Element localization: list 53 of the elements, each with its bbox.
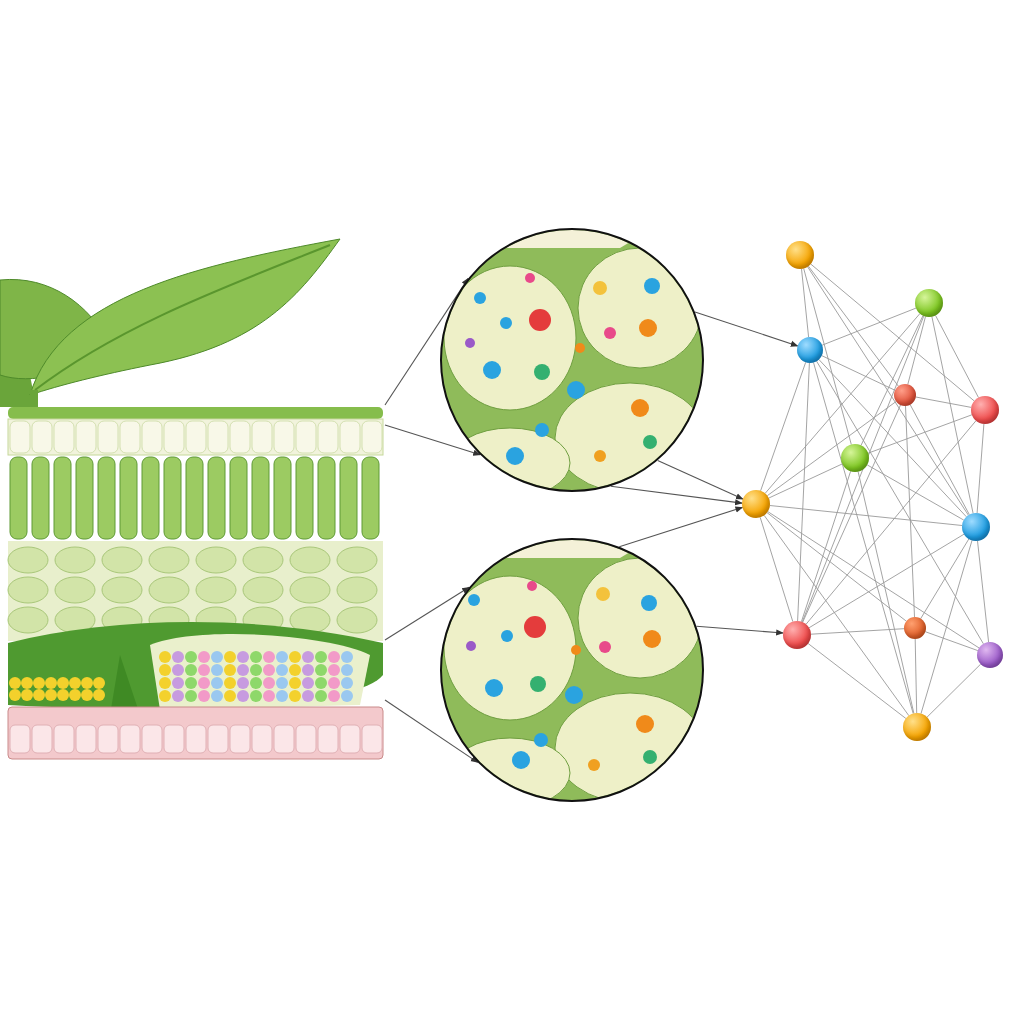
connector-line: [857, 471, 915, 714]
connector-line: [763, 514, 910, 717]
connector-line: [920, 539, 973, 715]
connector-line: [905, 405, 915, 618]
connector-line: [766, 401, 897, 497]
connector-line: [807, 643, 907, 719]
connector-line: [976, 423, 985, 514]
connector-line: [860, 315, 924, 446]
connector-line: [813, 362, 914, 714]
connector-line: [915, 396, 972, 408]
connector-line: [797, 362, 810, 622]
connector-line: [935, 314, 979, 399]
connector-line: [768, 463, 843, 499]
connector-line: [909, 404, 970, 516]
connector-line: [977, 540, 990, 643]
connector-line: [821, 355, 896, 391]
connector-line: [920, 538, 970, 620]
connector-line: [801, 315, 925, 623]
connector-line: [810, 263, 975, 402]
arrow: [384, 586, 470, 641]
connector-line: [801, 268, 810, 338]
connector-line: [816, 360, 984, 645]
connector-line: [867, 414, 973, 454]
connector-line: [800, 470, 852, 623]
arrow: [695, 625, 784, 636]
arrow: [610, 485, 743, 506]
connector-line: [807, 265, 899, 387]
connector-line: [866, 464, 965, 521]
connector-line: [760, 361, 807, 492]
arrow: [384, 699, 479, 763]
connector-line: [802, 404, 901, 623]
connector-line: [818, 359, 967, 518]
connector-line: [821, 307, 917, 346]
arrow: [384, 277, 469, 406]
connector-line: [769, 505, 963, 526]
connector-line: [808, 533, 965, 629]
arrow: [657, 459, 744, 500]
connector-line: [810, 628, 905, 635]
connector-line: [931, 316, 974, 514]
connector-line: [914, 638, 918, 714]
connector-line: [766, 512, 907, 622]
connector-line: [907, 316, 926, 385]
arrow: [694, 311, 799, 347]
connector-line: [764, 313, 921, 494]
connector-line: [759, 516, 794, 623]
connector-line: [924, 631, 979, 652]
connector-line: [803, 268, 852, 445]
connector-line: [807, 266, 969, 516]
connector-line: [926, 663, 982, 718]
connector-line: [805, 420, 977, 625]
arrow: [618, 506, 744, 548]
arrow: [384, 424, 481, 456]
connector-line: [767, 511, 980, 649]
